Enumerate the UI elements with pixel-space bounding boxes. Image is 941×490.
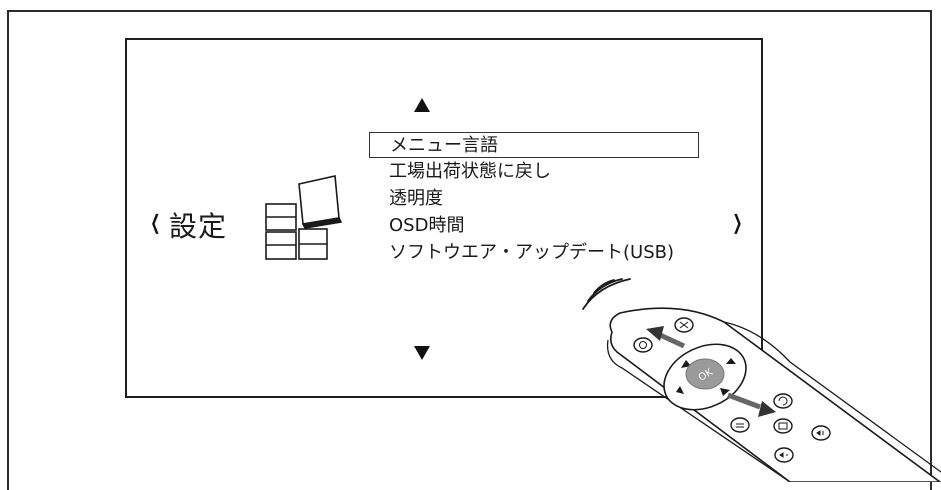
prev-page-chevron-icon[interactable]: ❮	[150, 210, 161, 234]
page-title: 設定	[169, 210, 228, 243]
triangle-down-icon[interactable]	[414, 346, 430, 360]
ok-button[interactable]: OK	[685, 358, 725, 390]
menu-item-software-update[interactable]: ソフトウエア・アップデート(USB)	[389, 242, 674, 263]
volume-down-icon[interactable]	[774, 447, 794, 463]
settings-menu: メニュー言語 工場出荷状態に戻し 透明度 OSD時間 ソフトウエア・アップデート…	[369, 132, 699, 267]
menu-item-factory-reset[interactable]: 工場出荷状態に戻し	[389, 161, 551, 182]
settings-blocks-icon	[265, 175, 343, 260]
tv-frame	[7, 10, 932, 490]
menu-item-language[interactable]: メニュー言語	[369, 132, 699, 158]
triangle-up-icon[interactable]	[414, 98, 430, 112]
power-icon[interactable]	[633, 337, 653, 353]
signal-waves-icon	[582, 278, 631, 310]
menu-item-osd-time[interactable]: OSD時間	[389, 215, 465, 236]
up-left-arrow-icon	[646, 326, 686, 349]
next-page-chevron-icon[interactable]: ❯	[732, 210, 743, 234]
volume-up-icon[interactable]	[811, 425, 831, 441]
down-right-arrow-icon	[727, 392, 776, 417]
mute-icon[interactable]	[674, 317, 694, 333]
menu-icon[interactable]	[730, 417, 750, 433]
menu-item-transparency[interactable]: 透明度	[389, 188, 443, 209]
back-icon[interactable]	[773, 393, 793, 409]
input-icon[interactable]	[773, 418, 793, 434]
